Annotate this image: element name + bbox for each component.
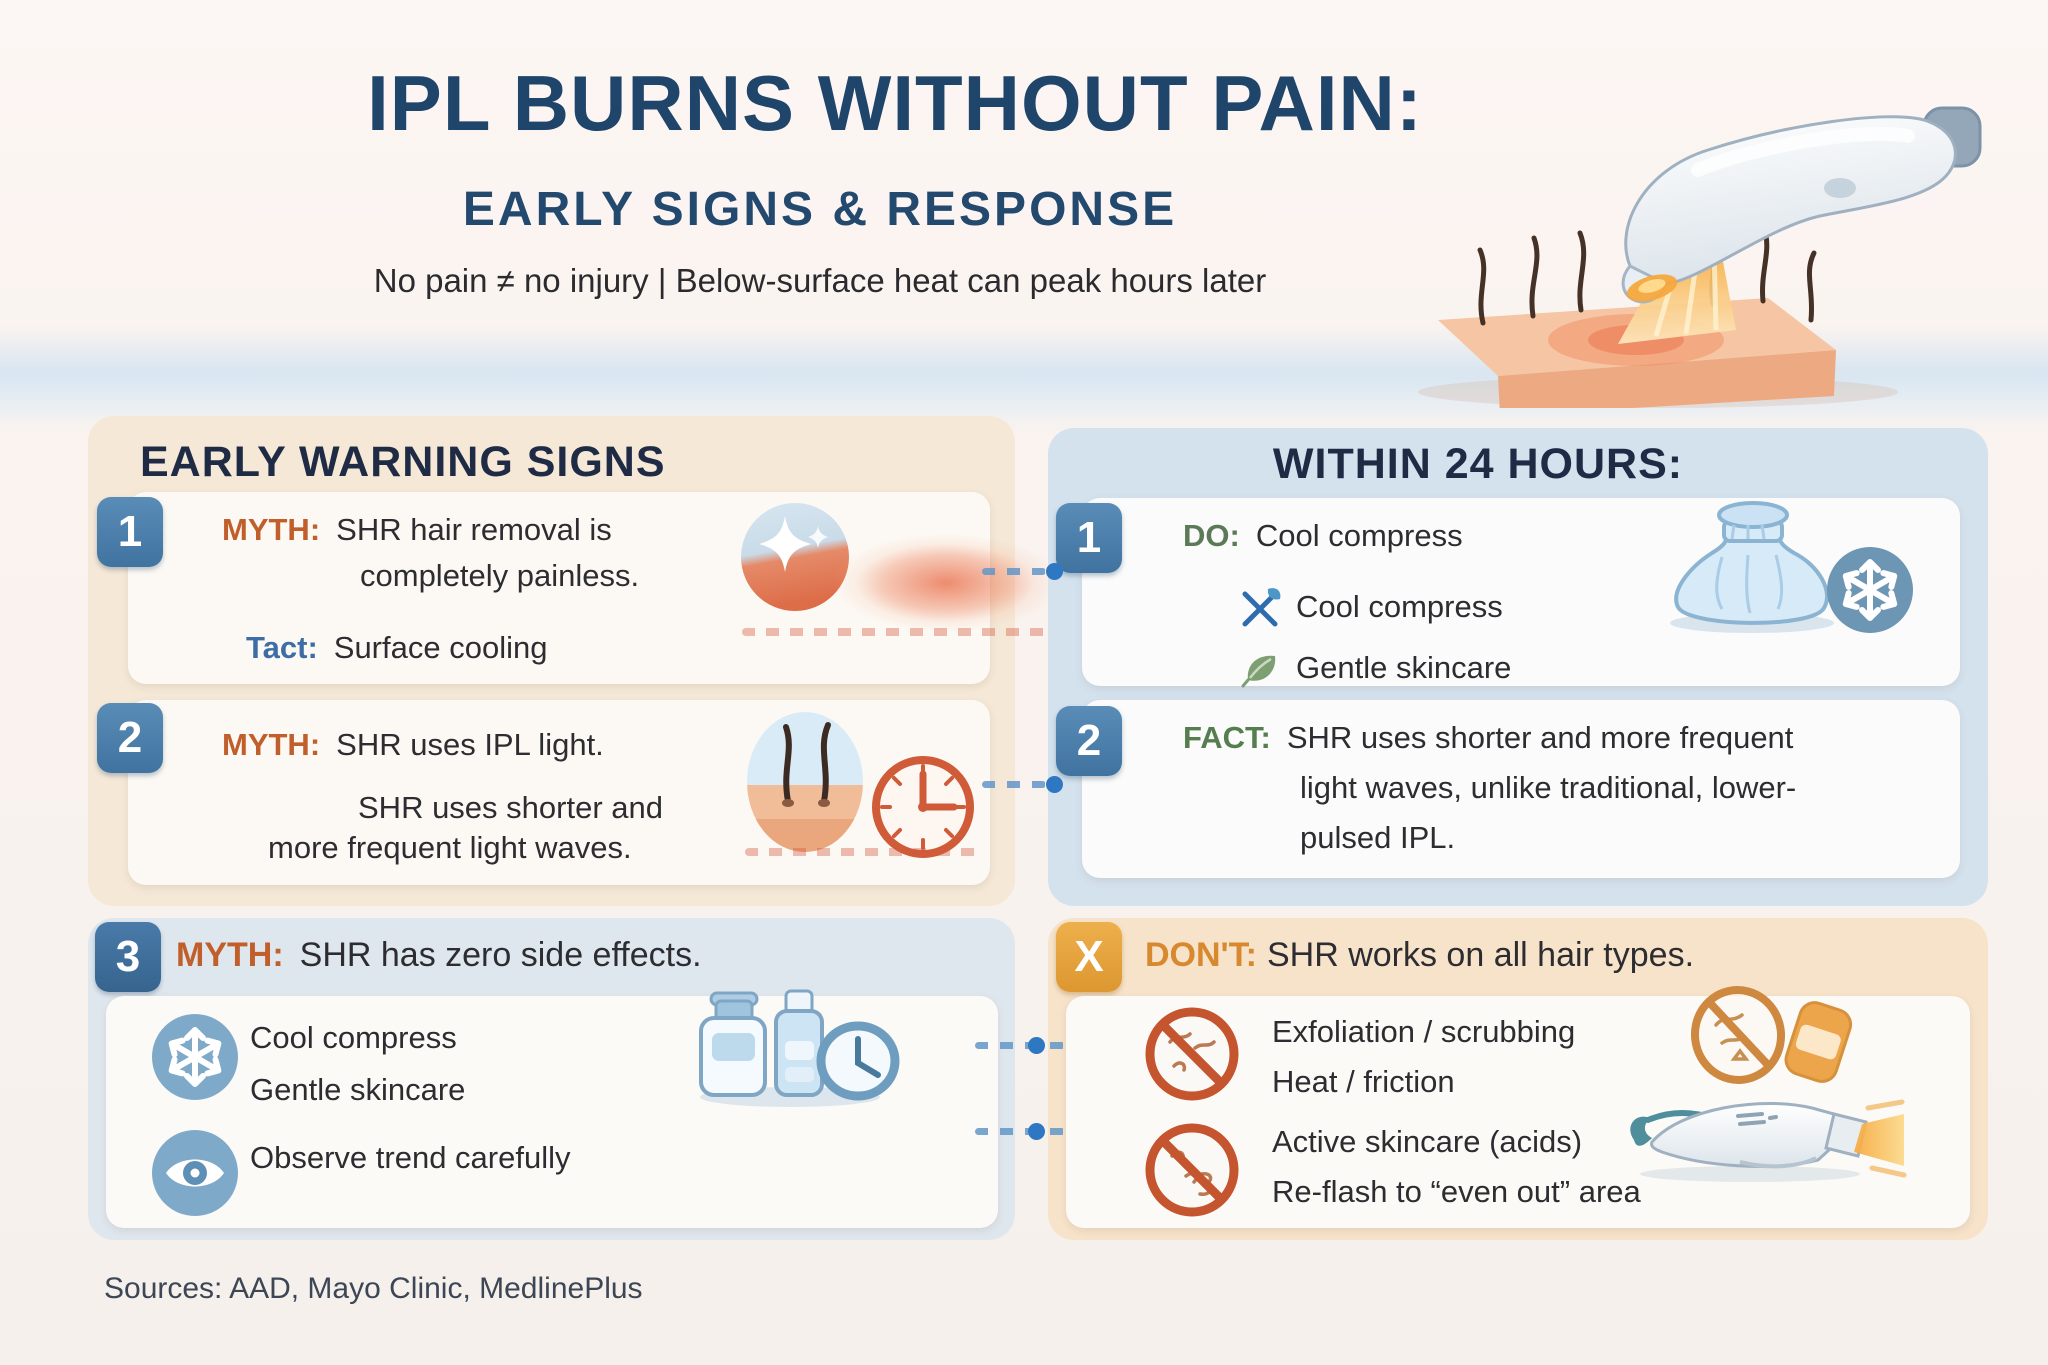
myth3-bullet1: Cool compress xyxy=(250,1020,457,1055)
ice-bag-illustration xyxy=(1652,495,1852,635)
myth2-body-line1: SHR uses shorter and xyxy=(358,790,663,825)
within-24-hours-heading: WITHIN 24 HOURS: xyxy=(1272,440,1684,488)
snowflake-circle-icon xyxy=(150,1012,240,1102)
myth1-text-line2: completely painless. xyxy=(360,558,640,593)
connector-dot-3 xyxy=(1028,1037,1045,1054)
myth2-body-line2: more frequent light waves. xyxy=(268,830,632,865)
myth1-label: MYTH: xyxy=(222,512,321,547)
connector-dash-4 xyxy=(975,1128,1065,1135)
crossed-sticks-leaf-icon xyxy=(1238,586,1282,630)
myth3-bullet2: Gentle skincare xyxy=(250,1072,466,1107)
page-subtitle: EARLY SIGNS & RESPONSE xyxy=(462,183,1178,236)
do-sub2-text: Gentle skincare xyxy=(1296,650,1512,685)
sparkle-skin-circle-icon xyxy=(738,500,853,615)
fact-card xyxy=(1082,700,1960,878)
dont-bullet2: Heat / friction xyxy=(1272,1064,1455,1099)
page-title: IPL BURNS WITHOUT PAIN: xyxy=(367,59,1423,147)
no-sponge-soap-illustration xyxy=(1688,985,1863,1095)
fact-line1: SHR uses shorter and more frequent xyxy=(1286,720,1794,755)
red-dash-row-2 xyxy=(745,848,985,856)
red-dash-row xyxy=(742,628,1064,636)
page-tagline: No pain ≠ no injury | Below-surface heat… xyxy=(373,262,1267,299)
do-text: Cool compress xyxy=(1255,518,1463,553)
myth3-label: MYTH: xyxy=(176,936,284,974)
fact-line2: light waves, unlike traditional, lower- xyxy=(1300,770,1797,805)
myth1-text-line1: SHR hair removal is xyxy=(336,512,612,547)
do-label: DO: xyxy=(1183,518,1240,553)
dont-bullet1: Exfoliation / scrubbing xyxy=(1272,1014,1576,1049)
tact-label: Tact: xyxy=(246,630,318,665)
red-irritation-patch xyxy=(832,533,1060,633)
badge-3-left: 3 xyxy=(95,922,161,992)
badge-x: X xyxy=(1056,922,1122,992)
badge-2-right: 2 xyxy=(1056,706,1122,776)
dont-heading: SHR works on all hair types. xyxy=(1266,936,1695,974)
dont-bullet3: Active skincare (acids) xyxy=(1272,1124,1583,1159)
myth2-text: SHR uses IPL light. xyxy=(336,727,604,762)
snowflake-badge-icon xyxy=(1826,546,1914,634)
connector-dot-2 xyxy=(1046,776,1063,793)
badge-2-left: 2 xyxy=(97,703,163,773)
eye-circle-icon xyxy=(150,1128,240,1218)
hair-follicle-icon xyxy=(742,707,868,857)
connector-dot-4 xyxy=(1028,1123,1045,1140)
fact-label: FACT: xyxy=(1183,720,1271,755)
badge-1-left: 1 xyxy=(97,497,163,567)
early-warning-heading: EARLY WARNING SIGNS xyxy=(140,438,666,486)
dont-bullet4: Re-flash to “even out” area xyxy=(1272,1174,1641,1209)
leaf-icon xyxy=(1240,648,1280,688)
myth2-label: MYTH: xyxy=(222,727,321,762)
connector-dot-1 xyxy=(1046,563,1063,580)
tact-text: Surface cooling xyxy=(333,630,548,665)
clock-icon xyxy=(866,750,981,865)
myth3-bullet3: Observe trend carefully xyxy=(250,1140,571,1175)
skincare-bottles-clock-illustration xyxy=(685,985,905,1110)
connector-dash-2 xyxy=(982,781,1046,788)
fact-line3: pulsed IPL. xyxy=(1300,820,1456,855)
myth3-heading: SHR has zero side effects. xyxy=(299,936,702,974)
no-acids-icon xyxy=(1140,1118,1245,1223)
connector-dash-3 xyxy=(975,1042,1065,1049)
no-exfoliation-icon xyxy=(1140,1002,1245,1107)
ipl-device-on-skin-illustration xyxy=(1368,58,1988,408)
do-sub1-text: Cool compress xyxy=(1296,589,1503,624)
connector-dash-1 xyxy=(982,568,1046,575)
ipl-device-flash-illustration xyxy=(1620,1078,1910,1183)
dont-label: DON'T: xyxy=(1145,936,1257,974)
badge-1-right: 1 xyxy=(1056,503,1122,573)
sources-text: Sources: AAD, Mayo Clinic, MedlinePlus xyxy=(104,1272,643,1305)
